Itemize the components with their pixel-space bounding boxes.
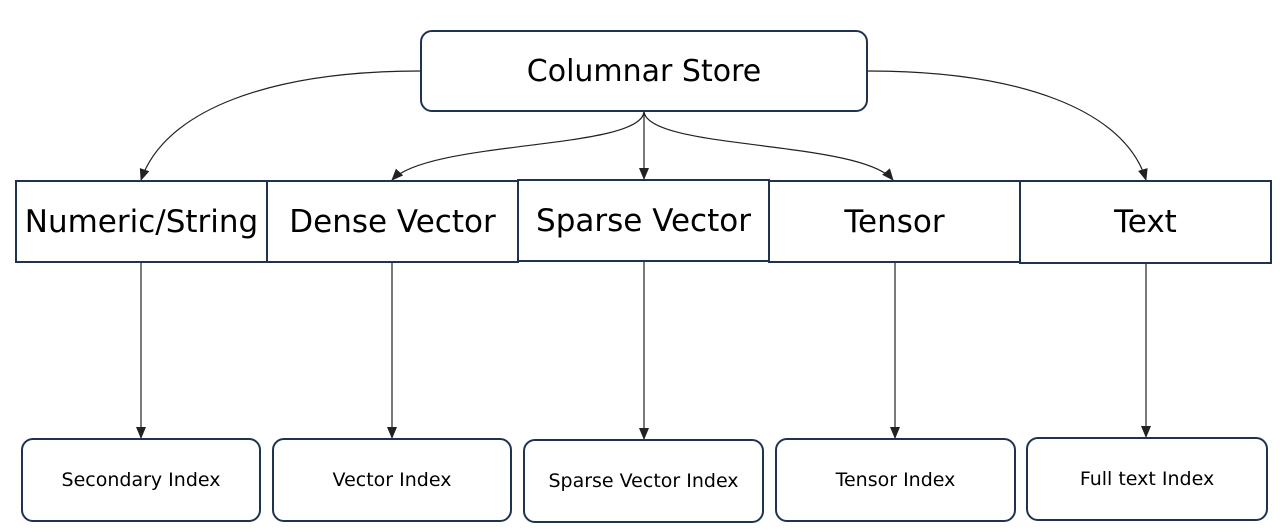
full-text-index-label: Full text Index xyxy=(1079,468,1215,490)
connector-root-to-tensor xyxy=(643,111,894,181)
connector-root-to-numeric-string xyxy=(139,70,421,181)
secondary-index-node: Secondary Index xyxy=(21,438,261,522)
secondary-index-label: Secondary Index xyxy=(61,469,221,491)
vector-index-node: Vector Index xyxy=(272,438,512,522)
sparse-vector-label: Sparse Vector xyxy=(536,202,751,239)
columnar-store-label: Columnar Store xyxy=(526,53,762,89)
tensor-index-node: Tensor Index xyxy=(775,438,1016,522)
tensor-index-label: Tensor Index xyxy=(835,469,956,491)
connector-root-to-text xyxy=(867,70,1148,181)
full-text-index-node: Full text Index xyxy=(1026,437,1268,521)
dense-vector-node: Dense Vector xyxy=(266,180,519,263)
columnar-store-node: Columnar Store xyxy=(420,30,868,112)
sparse-vector-node: Sparse Vector xyxy=(517,179,770,262)
tensor-node: Tensor xyxy=(768,180,1021,263)
vector-index-label: Vector Index xyxy=(332,469,452,491)
text-label: Text xyxy=(1114,204,1177,240)
sparse-vector-index-label: Sparse Vector Index xyxy=(548,470,739,492)
tensor-label: Tensor xyxy=(844,203,945,240)
text-node: Text xyxy=(1019,180,1272,264)
connector-root-to-dense-vector xyxy=(391,111,645,181)
dense-vector-label: Dense Vector xyxy=(289,203,496,240)
numeric-string-label: Numeric/String xyxy=(24,203,259,240)
sparse-vector-index-node: Sparse Vector Index xyxy=(523,439,764,523)
numeric-string-node: Numeric/String xyxy=(15,180,268,263)
